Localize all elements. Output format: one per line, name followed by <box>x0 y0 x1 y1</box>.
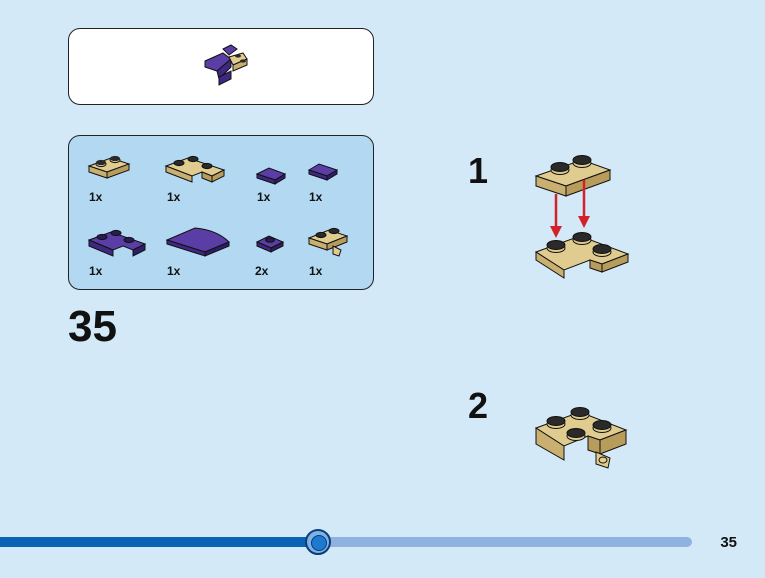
part-quantity: 1x <box>309 264 323 278</box>
parts-list: 1x 1x 1x 1x 1x 1x <box>68 135 374 290</box>
progress-bar <box>0 529 692 555</box>
part-quantity: 2x <box>255 264 269 278</box>
purple-tile-icon <box>307 163 339 181</box>
sub-assembly-preview <box>68 28 374 105</box>
page-number: 35 <box>720 534 737 551</box>
purple-corner-plate-icon <box>87 229 147 257</box>
part-quantity: 1x <box>257 190 271 204</box>
substep-number: 1 <box>468 150 489 191</box>
sub-assembly-icon <box>204 44 248 86</box>
purple-plate-1x1-icon <box>255 235 285 253</box>
purple-wedge-plate-icon <box>255 167 287 185</box>
tan-corner-plate-icon <box>164 155 226 183</box>
stack-plates-icon <box>534 155 630 279</box>
part-quantity: 1x <box>167 190 181 204</box>
part-quantity: 1x <box>167 264 181 278</box>
progress-knob <box>305 529 331 555</box>
substep-number: 2 <box>468 385 489 426</box>
assembled-plates-icon <box>534 407 628 469</box>
progress-fill <box>0 537 318 547</box>
part-quantity: 1x <box>89 264 103 278</box>
tan-plate-1x2-icon <box>87 155 131 179</box>
step-number: 35 <box>68 302 117 351</box>
purple-curved-slope-icon <box>165 227 230 257</box>
tan-plate-with-clip-icon <box>307 227 349 257</box>
part-quantity: 1x <box>89 190 103 204</box>
part-quantity: 1x <box>309 190 323 204</box>
